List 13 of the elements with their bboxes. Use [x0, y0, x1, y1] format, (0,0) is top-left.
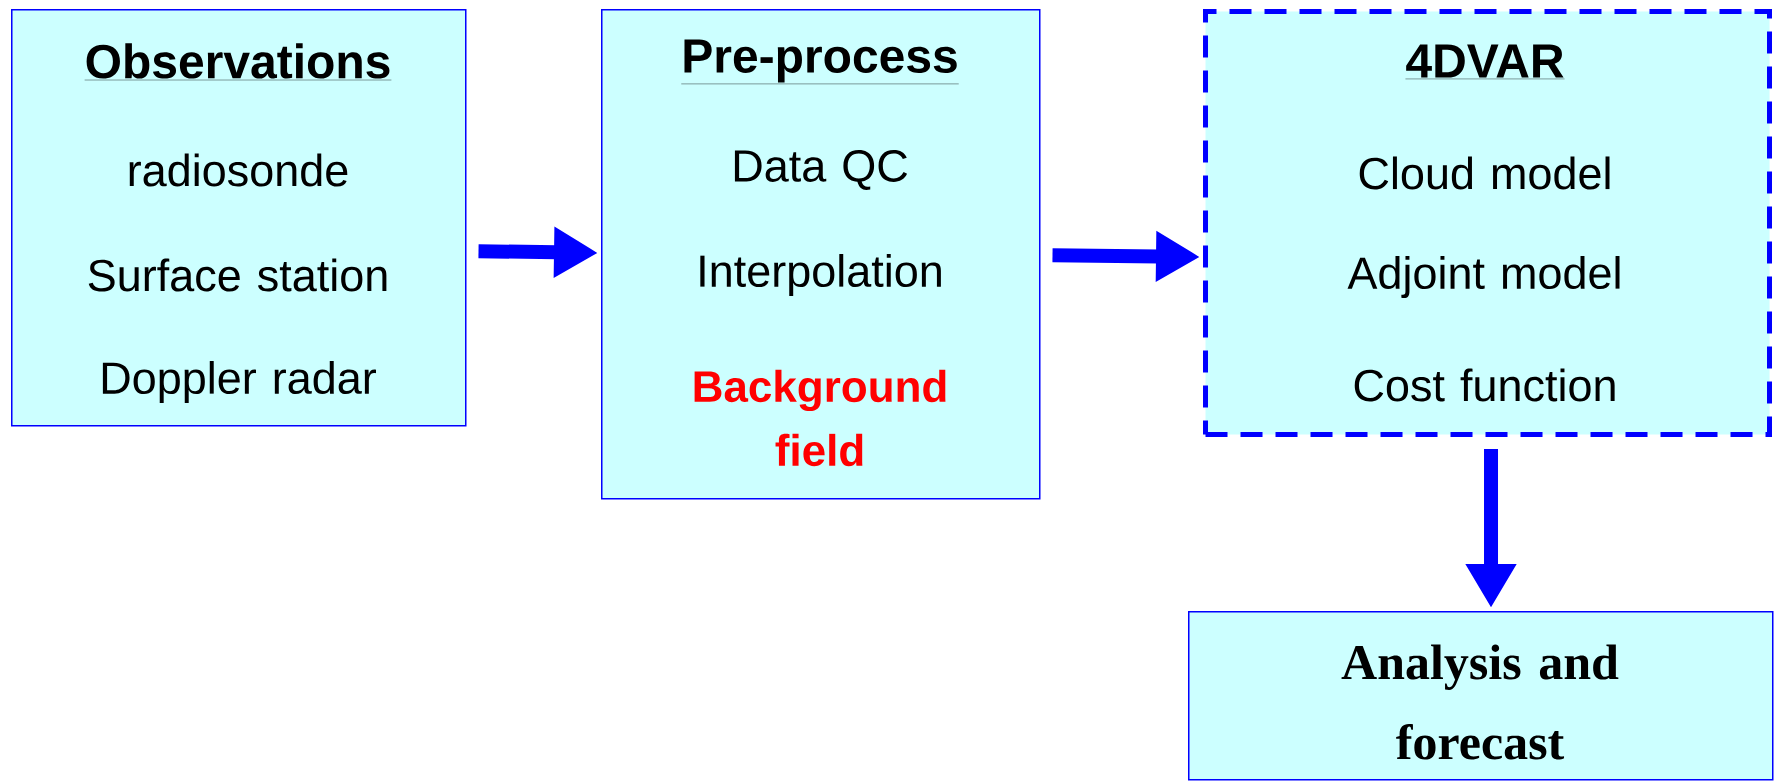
box-heading: 4DVAR: [1405, 44, 1565, 80]
box-item: radiosonde: [129, 153, 348, 187]
box-item: Doppler radar: [102, 361, 376, 403]
box-item: Cost function: [1354, 368, 1615, 402]
box-item: Data QC: [734, 150, 908, 190]
box-item: Surface station: [88, 258, 387, 292]
box-heading: Pre-process: [681, 39, 959, 85]
box-heading: Observations: [84, 43, 392, 81]
box-item: Adjoint model: [1347, 256, 1620, 298]
box-item: Background field: [694, 369, 946, 467]
box-item: Interpolation: [700, 254, 941, 296]
box-item: Cloud model: [1359, 156, 1610, 190]
box-label: Analysis and forecast: [1341, 644, 1619, 760]
